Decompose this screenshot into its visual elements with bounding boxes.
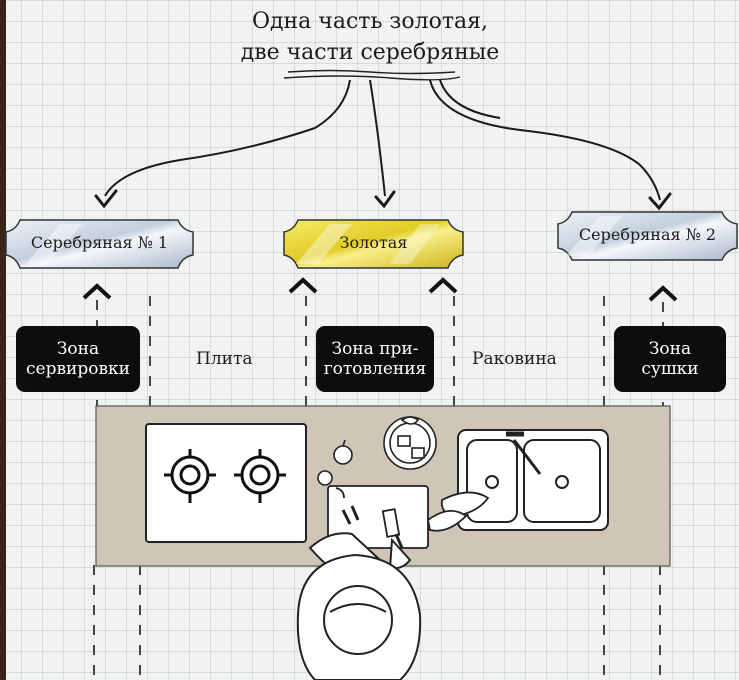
person-top-view	[296, 532, 422, 680]
burner-left	[164, 449, 216, 503]
plaque-silver-2-label: Серебряная № 2	[578, 225, 717, 244]
plaque-silver-2	[557, 211, 738, 261]
title-line-1: Одна часть золотая,	[251, 9, 489, 34]
sink	[457, 429, 609, 531]
branch-arrows	[104, 79, 661, 201]
zone-serving: Зона сервировки	[16, 326, 140, 392]
title-line-2: две части серебряные	[240, 40, 500, 65]
plate	[383, 416, 437, 470]
dish-in-sink	[427, 491, 490, 532]
plaque-gold-label: Золотая	[339, 233, 408, 252]
book-spine-edge	[0, 0, 6, 680]
zone-drying-line-2: сушки	[641, 359, 699, 379]
title-underline-scribble	[283, 69, 461, 81]
zone-serving-line-2: сервировки	[25, 359, 130, 379]
arrow-heads-down	[94, 189, 672, 211]
label-sink: Раковина	[472, 349, 557, 369]
zone-cooking-line-1: Зона при-	[331, 339, 419, 359]
fruit	[317, 439, 353, 486]
plaque-gold	[283, 219, 464, 269]
plaque-silver-1-label: Серебряная № 1	[30, 233, 169, 252]
zone-drying: Зона сушки	[614, 326, 726, 392]
burner-right	[234, 449, 286, 503]
zone-cooking: Зона при- готовления	[316, 326, 434, 392]
cutting-board	[327, 485, 429, 549]
zone-drying-line-1: Зона	[648, 339, 692, 359]
arrow-heads-up	[82, 277, 678, 302]
diagram-title: Одна часть золотая, две части серебряные	[170, 6, 570, 68]
stove	[145, 423, 307, 543]
plaque-silver-1	[5, 219, 194, 269]
zone-cooking-line-2: готовления	[323, 359, 427, 379]
zone-serving-line-1: Зона	[56, 339, 100, 359]
label-stove: Плита	[196, 349, 253, 369]
